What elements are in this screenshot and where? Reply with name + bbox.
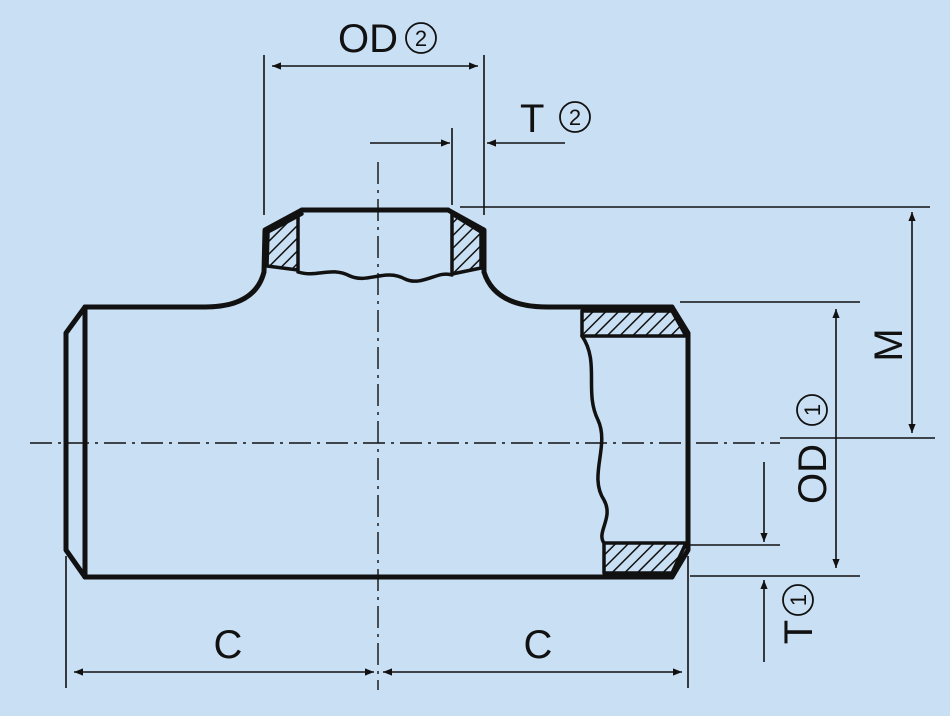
label-t2-mark: 2 bbox=[569, 105, 581, 130]
label-t1-text: T bbox=[777, 620, 821, 644]
run-break-line bbox=[580, 334, 609, 545]
branch-section bbox=[265, 212, 483, 283]
run-wall-bottom-hatch bbox=[602, 541, 688, 575]
label-c-left: C bbox=[214, 623, 243, 667]
run-section bbox=[580, 309, 688, 575]
run-top-left bbox=[82, 269, 267, 310]
label-od2-text: OD bbox=[338, 17, 398, 61]
branch-wall-right-hatch bbox=[450, 212, 483, 276]
label-od2-circle bbox=[405, 22, 437, 54]
label-t1: T 1 bbox=[777, 584, 821, 644]
branch-left-bevel bbox=[261, 207, 305, 275]
left-bevel bbox=[63, 304, 88, 580]
dimension-lines bbox=[74, 62, 916, 676]
label-od1-circle bbox=[796, 394, 828, 426]
tee-body bbox=[63, 207, 691, 580]
run-top-right bbox=[481, 269, 675, 310]
label-t2-text: T bbox=[520, 97, 544, 141]
label-od1-mark: 1 bbox=[800, 404, 825, 416]
label-t1-circle bbox=[782, 584, 814, 616]
label-t1-mark: 1 bbox=[786, 594, 811, 606]
label-t2: T 2 bbox=[520, 97, 591, 141]
branch-right-bevel bbox=[445, 207, 487, 275]
label-od2-mark: 2 bbox=[415, 26, 427, 51]
label-c-right: C bbox=[524, 623, 553, 667]
branch-break-line bbox=[296, 270, 454, 283]
label-od1-text: OD bbox=[791, 444, 835, 504]
right-bevel bbox=[669, 304, 691, 580]
branch-wall-left-hatch bbox=[265, 212, 304, 272]
label-od2: OD 2 bbox=[338, 17, 437, 61]
extension-lines bbox=[65, 55, 935, 688]
run-wall-top-hatch bbox=[580, 309, 688, 338]
label-od1: OD 1 bbox=[791, 394, 835, 504]
label-m: M bbox=[867, 328, 911, 361]
label-t2-circle bbox=[559, 101, 591, 133]
